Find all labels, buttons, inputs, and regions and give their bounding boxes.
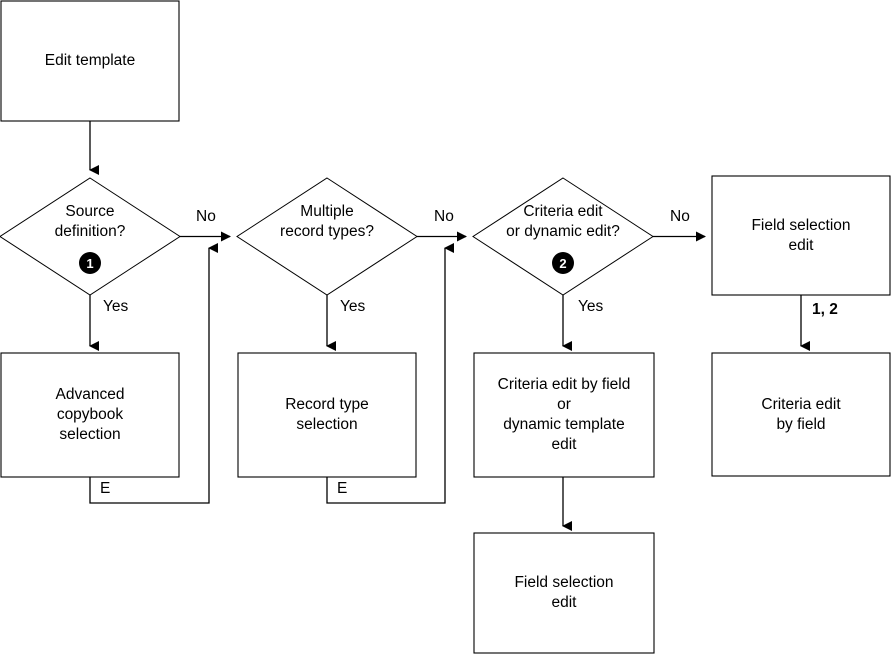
node-source-definition[interactable] [0,177,181,296]
edge-label-yes-1: Yes [103,298,129,315]
edge-label-no-2: No [434,208,454,225]
node-record-type-selection[interactable] [237,352,417,478]
edge-label-one-two: 1, 2 [812,301,838,318]
node-criteria-or-dynamic[interactable] [472,177,654,296]
badge-criteria-or-dynamic: 2 [552,252,574,274]
node-edit-template[interactable] [0,0,180,122]
edge-label-e-1: E [100,480,111,497]
edge-label-yes-3: Yes [578,298,604,315]
node-advanced-copybook-selection[interactable] [0,352,180,478]
edge-label-no-3: No [670,208,690,225]
node-field-selection-edit-bottom[interactable] [473,532,655,654]
edge-feedback-e-advanced-copybook [89,243,218,504]
edge-label-e-2: E [337,480,348,497]
node-criteria-edit-by-field-or-dynamic[interactable] [473,352,655,478]
badge-source-definition: 1 [79,252,101,274]
edge-label-yes-2: Yes [340,298,366,315]
edge-label-no-1: No [196,208,216,225]
node-multiple-record-types[interactable] [236,177,418,296]
edge-feedback-e-record-type [326,243,454,504]
node-field-selection-edit-right[interactable] [711,175,891,296]
node-criteria-edit-by-field[interactable] [711,352,891,477]
